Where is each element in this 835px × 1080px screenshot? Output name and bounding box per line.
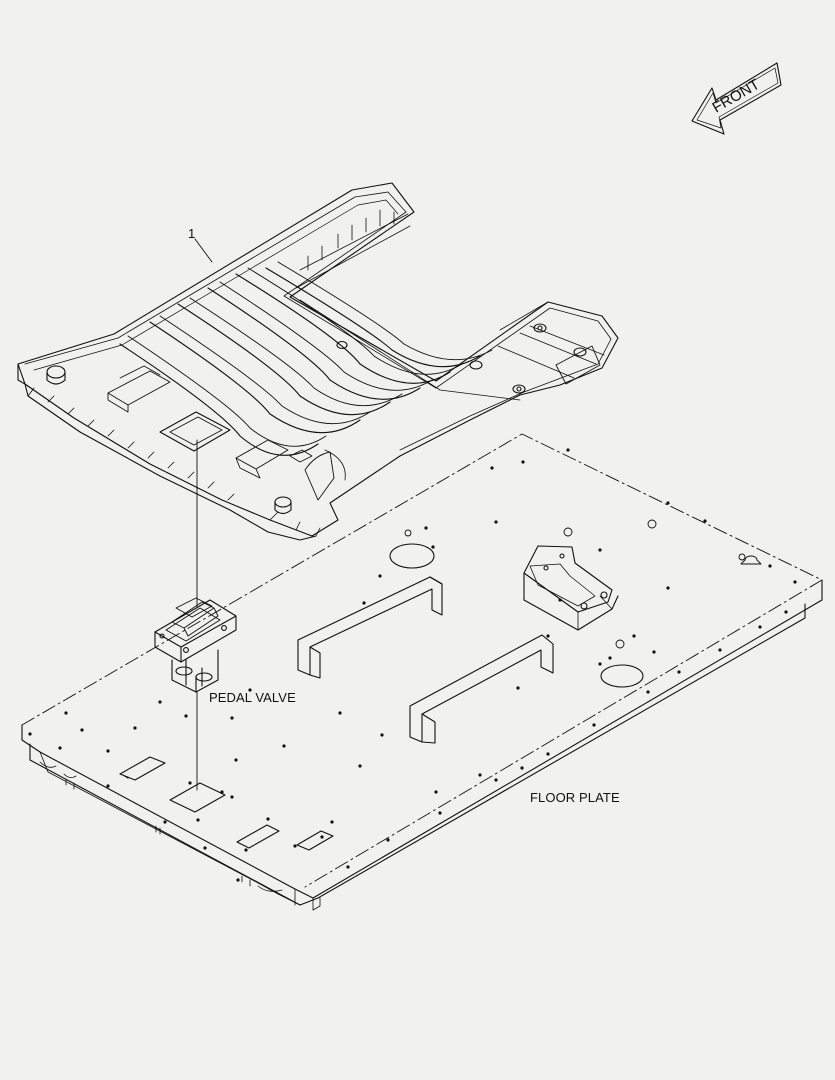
item-number-label: 1 bbox=[188, 226, 196, 241]
floor-plate-label: FLOOR PLATE bbox=[530, 790, 620, 805]
pedal-valve-label: PEDAL VALVE bbox=[209, 690, 296, 705]
item-1-leader-line bbox=[194, 238, 213, 263]
front-arrow-icon: FRONT bbox=[691, 62, 782, 135]
box-bracket bbox=[523, 545, 619, 631]
channel-bracket-left bbox=[297, 576, 443, 679]
floor-plate bbox=[21, 433, 823, 911]
channel-bracket-right bbox=[409, 634, 554, 744]
pedal-valve bbox=[154, 597, 237, 693]
floor-mat bbox=[17, 182, 619, 541]
